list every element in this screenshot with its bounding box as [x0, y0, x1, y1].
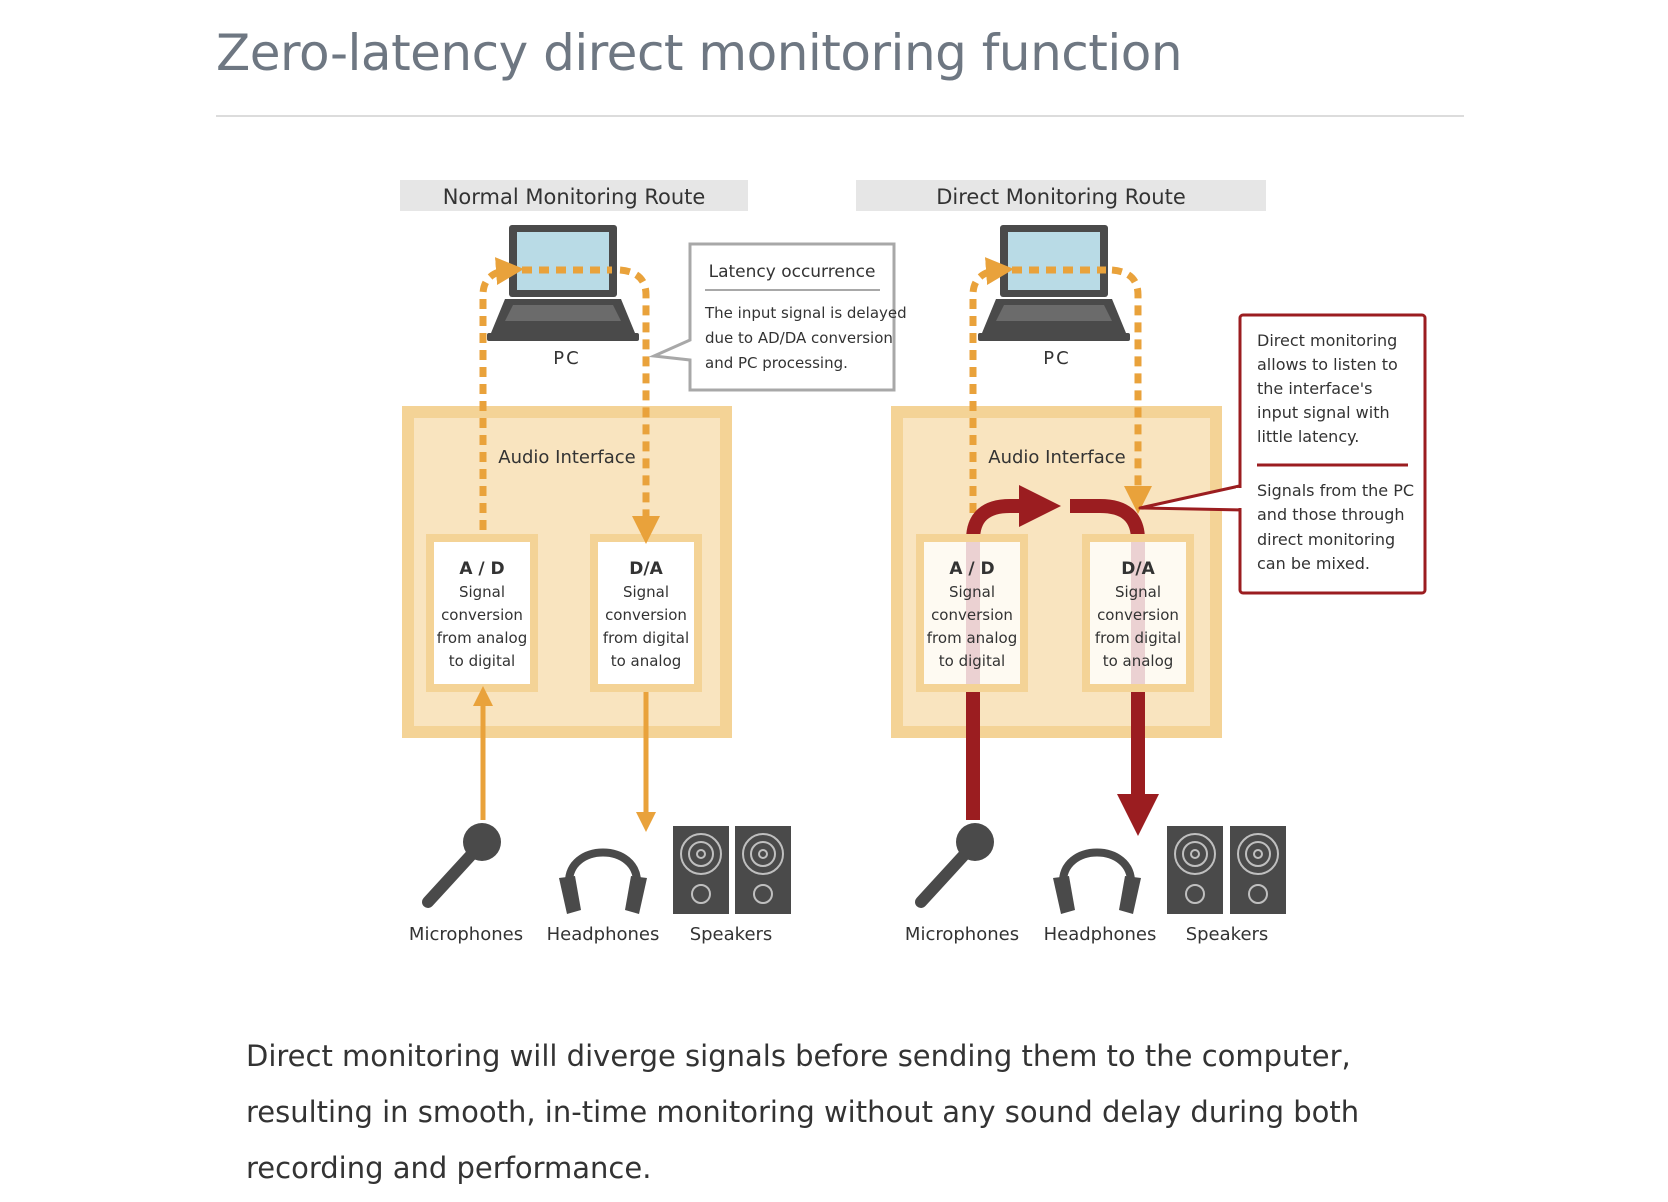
latency-callout-line-3: and PC processing. [705, 354, 848, 372]
audio-interface-label: Audio Interface [988, 447, 1125, 468]
device-label-headphones: Headphones [1044, 924, 1157, 945]
direct-callout-line-6: Signals from the PC [1257, 481, 1414, 500]
da-converter-line-3: from digital [603, 629, 689, 647]
speaker-icon [734, 825, 792, 915]
da-converter-line-4: to analog [1103, 652, 1174, 670]
device-label-microphones: Microphones [905, 924, 1019, 945]
device-label-headphones: Headphones [547, 924, 660, 945]
signal-path-from-pc [1111, 266, 1152, 514]
ad-converter-line-1: Signal [459, 583, 505, 601]
direct-route-header [856, 180, 1266, 211]
ad-converter-line-1: Signal [949, 583, 995, 601]
latency-callout-title: Latency occurrence [709, 262, 876, 282]
da-converter-line-2: conversion [1097, 606, 1179, 624]
direct-callout-line-2: allows to listen to [1257, 355, 1398, 374]
audio-interface-label: Audio Interface [498, 447, 635, 468]
speaker-icon [1229, 825, 1287, 915]
ad-converter-line-4: to digital [449, 652, 515, 670]
title-divider [216, 115, 1464, 117]
direct-monitoring-callout: Direct monitoring allows to listen to th… [1138, 313, 1427, 595]
da-converter-line-2: conversion [605, 606, 687, 624]
device-label-microphones: Microphones [409, 924, 523, 945]
headphones-icon [559, 853, 647, 915]
direct-callout-line-7: and those through [1257, 505, 1405, 524]
ad-converter-line-3: from analog [437, 629, 527, 647]
latency-callout-line-1: The input signal is delayed [704, 304, 907, 322]
pc-icon [487, 225, 639, 341]
microphone-icon [921, 823, 994, 902]
device-label-speakers: Speakers [690, 924, 773, 945]
direct-callout-line-1: Direct monitoring [1257, 331, 1397, 350]
headphones-icon [1053, 853, 1141, 915]
ad-converter-title: A / D [459, 559, 504, 579]
da-converter-title: D/A [1121, 559, 1155, 579]
direct-route-header-label: Direct Monitoring Route [936, 185, 1186, 209]
da-converter-line-1: Signal [623, 583, 669, 601]
page-title: Zero-latency direct monitoring function [216, 24, 1183, 82]
ad-converter-line-2: conversion [441, 606, 523, 624]
normal-route-header-label: Normal Monitoring Route [443, 185, 706, 209]
ad-converter-line-4: to digital [939, 652, 1005, 670]
microphone-icon [428, 823, 501, 902]
description-paragraph: Direct monitoring will diverge signals b… [246, 1039, 1360, 1185]
device-label-speakers: Speakers [1186, 924, 1269, 945]
da-converter-line-1: Signal [1115, 583, 1161, 601]
da-converter-line-4: to analog [611, 652, 682, 670]
direct-route-panel: Direct Monitoring Route PC Audio Interfa… [856, 180, 1287, 945]
da-converter-title: D/A [629, 559, 663, 579]
ad-converter-box [916, 534, 1028, 692]
latency-callout: Latency occurrence The input signal is d… [648, 242, 907, 392]
ad-converter-title: A / D [949, 559, 994, 579]
signal-path-from-pc [619, 266, 660, 544]
direct-callout-line-5: little latency. [1257, 427, 1359, 446]
speaker-icon [1166, 825, 1224, 915]
da-converter-line-3: from digital [1095, 629, 1181, 647]
ad-converter-line-3: from analog [927, 629, 1017, 647]
da-converter-box [1082, 534, 1194, 692]
direct-callout-line-3: the interface's [1257, 379, 1372, 398]
pc-label: PC [1043, 348, 1070, 369]
ad-converter-line-2: conversion [931, 606, 1013, 624]
pc-label: PC [553, 348, 580, 369]
normal-route-panel: Normal Monitoring Route PC Audio Interfa… [400, 180, 792, 945]
direct-callout-line-8: direct monitoring [1257, 530, 1395, 549]
pc-icon [978, 225, 1130, 341]
direct-callout-line-9: can be mixed. [1257, 554, 1370, 573]
latency-callout-line-2: due to AD/DA conversion [705, 329, 893, 347]
direct-callout-line-4: input signal with [1257, 403, 1390, 422]
normal-route-header [400, 180, 748, 211]
speaker-icon [672, 825, 730, 915]
